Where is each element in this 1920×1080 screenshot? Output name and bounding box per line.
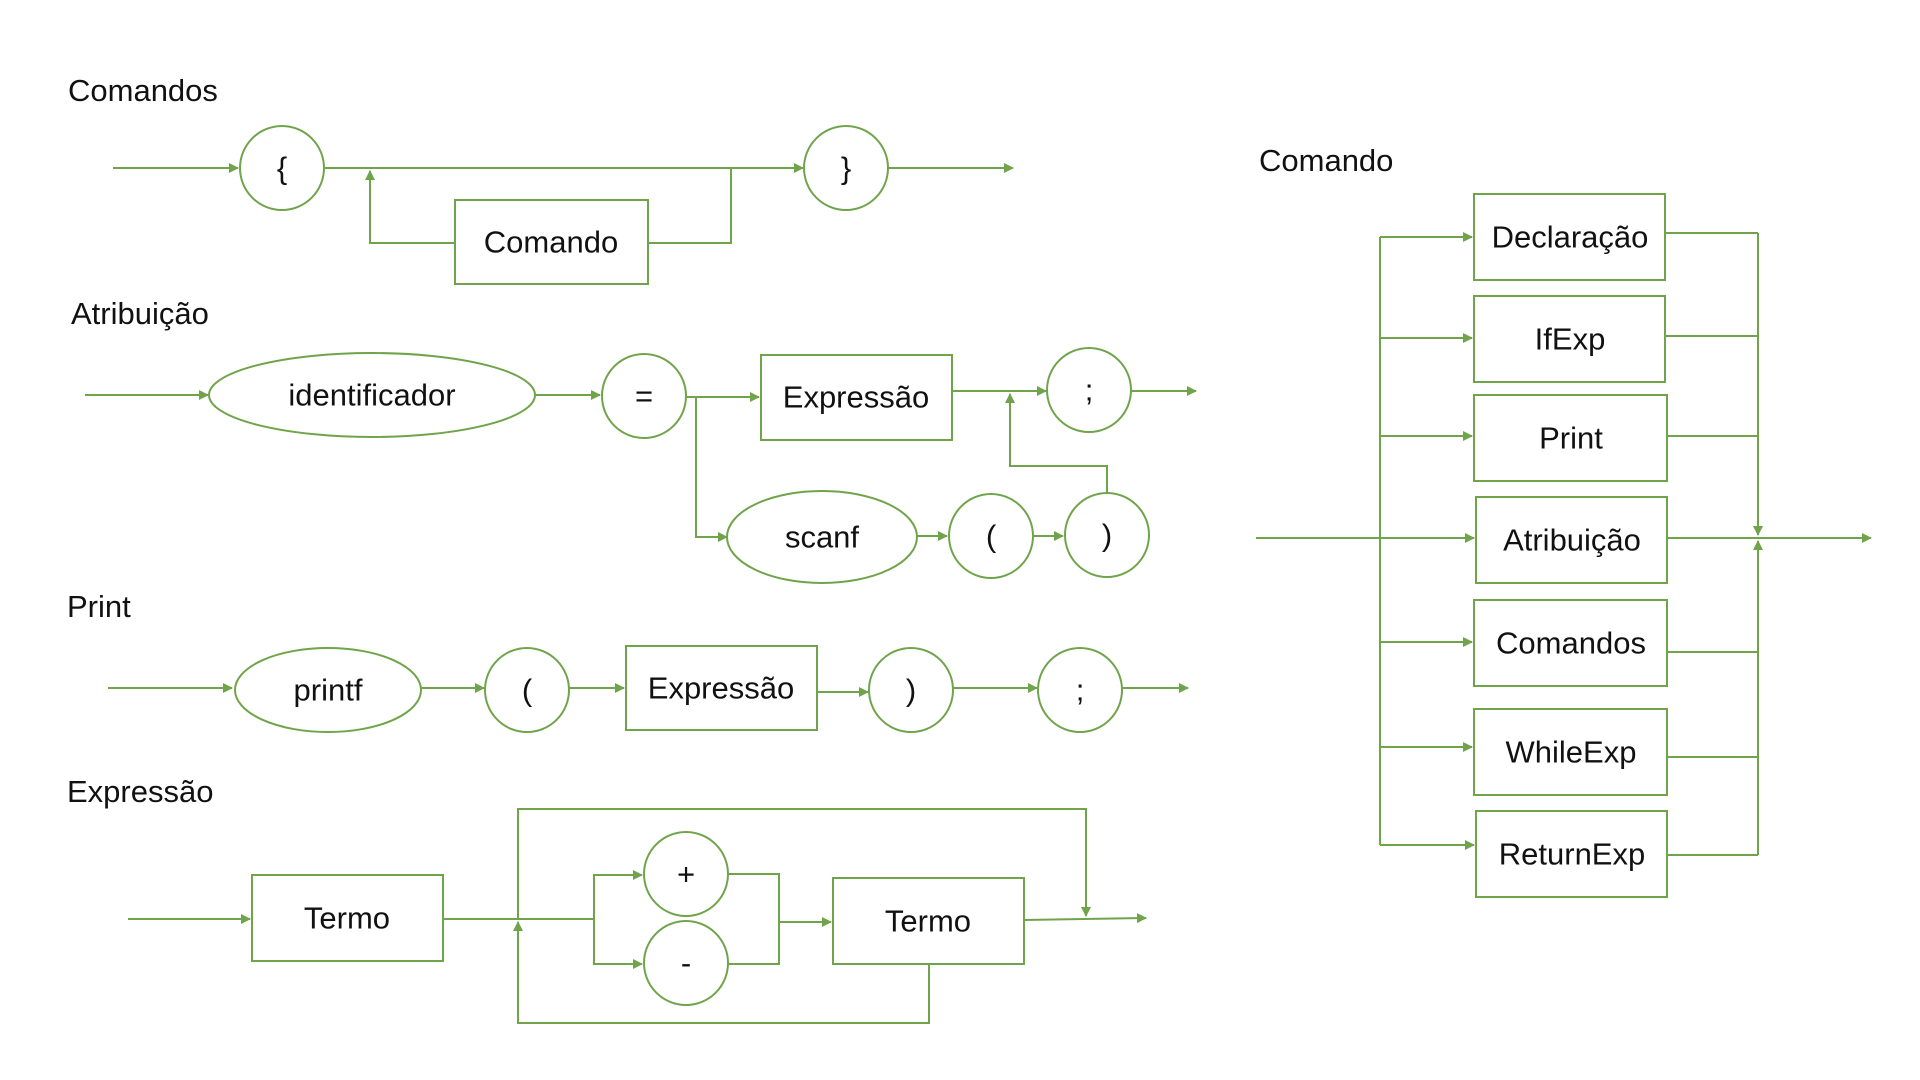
- equals-to-scanf-branch: [695, 397, 728, 542]
- close-brace-label: }: [841, 151, 851, 186]
- print-semicolon-terminal: [1037, 647, 1123, 733]
- comandos-title: Comandos: [68, 73, 218, 108]
- option-returnexp: ReturnExp: [1380, 810, 1758, 898]
- ifexp-nonterminal: [1473, 295, 1666, 383]
- termo-1-label: Termo: [304, 901, 390, 936]
- termo-2-label: Termo: [885, 904, 971, 939]
- print-close-paren-label: ): [906, 673, 916, 708]
- expressao-loop-back-line: [513, 921, 930, 1024]
- comandos-option-label: Comandos: [1496, 626, 1646, 661]
- print-title: Print: [67, 589, 131, 624]
- print-diagram: Print printf ( Expressão ) ;: [67, 589, 1189, 733]
- minus-merge-line: [728, 919, 780, 965]
- expressao-bypass-line: [517, 808, 1091, 919]
- print-option-label: Print: [1539, 421, 1603, 456]
- option-atribuicao: Atribuição: [1380, 496, 1668, 584]
- comando-label: Comando: [484, 225, 618, 260]
- expressao-diagram: Expressão Termo + - Termo: [67, 774, 1147, 1024]
- atribuicao-semicolon-label: ;: [1085, 373, 1094, 408]
- declaracao-label: Declaração: [1492, 220, 1649, 255]
- plus-label: +: [677, 857, 695, 892]
- print-expressao-nonterminal: [625, 645, 818, 731]
- declaracao-nonterminal: [1473, 193, 1666, 281]
- comandos-loop-back: [365, 170, 455, 244]
- option-declaracao: Declaração: [1380, 193, 1758, 281]
- atribuicao-nonterminal: [1475, 496, 1668, 584]
- plus-branch-line: [593, 870, 643, 919]
- minus-label: -: [681, 946, 691, 981]
- expressao-nonterminal: [760, 354, 953, 441]
- printf-terminal: [234, 647, 422, 733]
- ifexp-label: IfExp: [1535, 322, 1606, 357]
- atribuicao-expressao-label: Expressão: [783, 380, 929, 415]
- atribuicao-option-label: Atribuição: [1503, 523, 1641, 558]
- minus-branch-line: [593, 919, 643, 969]
- print-close-paren-terminal: [868, 647, 954, 733]
- print-semicolon-label: ;: [1076, 673, 1085, 708]
- comando-nonterminal: [454, 199, 649, 285]
- option-print: Print: [1380, 394, 1758, 482]
- print-nonterminal: [1473, 394, 1668, 482]
- option-whileexp: WhileExp: [1380, 708, 1758, 796]
- comandos-diagram: Comandos { } Comando: [68, 73, 1014, 285]
- print-open-paren-label: (: [522, 673, 533, 708]
- option-comandos: Comandos: [1380, 599, 1758, 687]
- comando-diagram: Comando Declaração IfExp Print Atribui: [1256, 143, 1872, 898]
- scanf-close-paren-label: ): [1102, 518, 1112, 553]
- scanf-open-paren-label: (: [986, 519, 997, 554]
- returnexp-label: ReturnExp: [1499, 837, 1645, 872]
- expressao-exit-arrow: [1023, 913, 1147, 924]
- whileexp-label: WhileExp: [1506, 735, 1637, 770]
- expressao-title: Expressão: [67, 774, 213, 809]
- print-expressao-label: Expressão: [648, 671, 794, 706]
- scanf-rejoin-line: [1005, 393, 1108, 493]
- scanf-label: scanf: [785, 520, 859, 555]
- option-ifexp: IfExp: [1380, 295, 1758, 383]
- identificador-label: identificador: [288, 378, 455, 413]
- atribuicao-diagram: Atribuição identificador = Expressão ; s…: [71, 296, 1197, 584]
- atribuicao-title: Atribuição: [71, 296, 209, 331]
- returnexp-nonterminal: [1475, 810, 1668, 898]
- printf-label: printf: [294, 673, 363, 708]
- equals-label: =: [635, 379, 653, 414]
- comandos-loop-down: [648, 168, 732, 244]
- comandos-nonterminal: [1473, 599, 1668, 687]
- comando-title: Comando: [1259, 143, 1393, 178]
- open-brace-label: {: [277, 151, 287, 186]
- plus-merge-line: [728, 873, 780, 919]
- termo-nonterminal-1: [251, 874, 444, 962]
- print-open-paren-terminal: [484, 647, 570, 733]
- whileexp-nonterminal: [1473, 708, 1668, 796]
